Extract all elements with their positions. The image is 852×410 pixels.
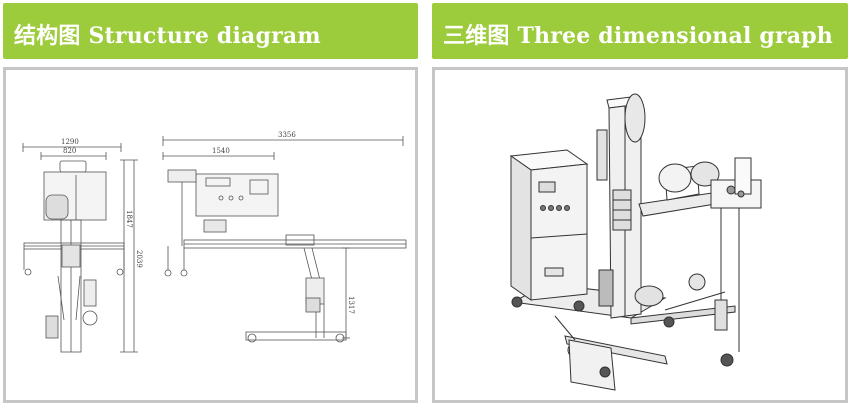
side-total-width-label: 3356 [278,131,296,139]
structure-diagram-panel: 1290 820 [3,67,418,403]
structure-diagram-header: 结构图 Structure diagram [3,3,418,59]
three-dimensional-graph-panel [432,67,848,403]
control-cabinet [509,149,589,312]
front-width-outer-label: 1290 [61,138,79,146]
lifting-column [596,93,664,319]
side-view: 3356 1540 [162,131,407,343]
working-arm [638,157,762,367]
structure-drawing: 1290 820 [22,131,407,353]
front-view: 1290 820 [22,138,143,353]
three-dimensional-graph-header: 三维图 Three dimensional graph [432,3,848,59]
front-height-1-label: 1847 [125,210,133,228]
front-height-2-label: 2039 [135,250,143,268]
front-width-inner-label: 820 [63,147,76,155]
side-drop-height-label: 1317 [347,296,355,314]
side-inner-width-label: 1540 [212,147,230,155]
three-dimensional-drawing [509,93,762,391]
three-dimensional-graph-title: 三维图 Three dimensional graph [443,23,833,49]
front-support [568,339,616,391]
structure-diagram-title: 结构图 Structure diagram [14,23,321,49]
